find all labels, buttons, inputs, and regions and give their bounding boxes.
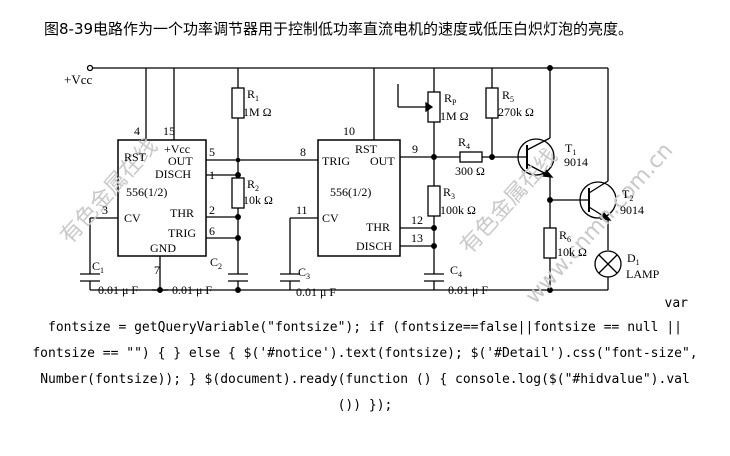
- d1-label: D1: [627, 251, 640, 267]
- c1-value: 0.01 μ F: [98, 283, 138, 297]
- code-line: fontsize == "") { } else { $('#notice').…: [32, 346, 698, 361]
- ic2-pinnum-cv: 11: [296, 203, 308, 217]
- ic2-name: 556(1/2): [330, 185, 371, 199]
- ic1-pin-disch: DISCH: [155, 167, 191, 181]
- r3-label: R3: [443, 185, 455, 201]
- supply-label: +Vcc: [64, 72, 92, 87]
- r4-label: R4: [458, 135, 470, 151]
- ic2-pin-thr: THR: [366, 220, 390, 234]
- t1-value: 9014: [564, 155, 588, 169]
- ic1-pin-out: OUT: [168, 154, 193, 168]
- r6-value: 10k Ω: [557, 245, 587, 259]
- r2-value: 10k Ω: [243, 193, 273, 207]
- r1-value: 1M Ω: [243, 105, 272, 119]
- figure-caption: 图8-39电路作为一个功率调节器用于控制低功率直流电机的速度或低压白炽灯泡的亮度…: [44, 20, 634, 38]
- code-line: ()) });: [337, 398, 393, 413]
- ic2-pinnum-trig: 8: [300, 145, 306, 159]
- r3-value: 100k Ω: [440, 203, 476, 217]
- c3-value: 0.01 μ F: [296, 285, 336, 299]
- c1-label: C1: [92, 259, 104, 275]
- c4-value: 0.01 μ F: [448, 283, 488, 297]
- ic1-pinnum-thr: 2: [209, 203, 215, 217]
- ic1-name: 556(1/2): [126, 185, 167, 199]
- ic1-pin-thr: THR: [170, 206, 194, 220]
- d1-value: LAMP: [626, 267, 660, 281]
- t2-value: 9014: [620, 203, 644, 217]
- ic2-pinnum-out: 9: [412, 142, 418, 156]
- ic2-pin-out: OUT: [370, 154, 395, 168]
- ic2-pin-cv: CV: [322, 211, 339, 225]
- ic1-pin-vcc: +Vcc: [164, 142, 190, 156]
- code-line: fontsize = getQueryVariable("fontsize");…: [48, 320, 682, 335]
- rp-value: 1M Ω: [440, 109, 469, 123]
- ic1-pinnum-trig: 6: [209, 224, 215, 238]
- ic1-pin-rst: RST: [124, 150, 147, 164]
- c2-label: C2: [210, 255, 222, 271]
- ic2-pinnum-thr: 12: [411, 213, 423, 227]
- r2-label: R2: [247, 177, 259, 193]
- ic1-pin-gnd: GND: [150, 241, 176, 255]
- ic2-pin-rst: RST: [355, 142, 378, 156]
- circuit-diagram: 有色金属在线 有色金属在线 www.cnmn.com.cn +Vcc RST +…: [56, 64, 678, 309]
- ic1-pin-trig: TRIG: [168, 226, 196, 240]
- ic2-pinnum-rst: 10: [343, 124, 355, 138]
- ic1-pin-cv: CV: [124, 211, 141, 225]
- r1-label: R1: [247, 87, 259, 103]
- code-line: var: [664, 296, 688, 311]
- r6-label: R6: [559, 228, 571, 244]
- ic1-pinnum-disch: 1: [209, 168, 215, 182]
- ic2-pin-disch: DISCH: [356, 239, 392, 253]
- ic1-pinnum-cv: 3: [102, 203, 108, 217]
- code-line: Number(fontsize)); } $(document).ready(f…: [40, 372, 690, 387]
- r5-value: 270k Ω: [498, 105, 534, 119]
- ic1-pinnum-out: 5: [209, 145, 215, 159]
- ic2-pin-trig: TRIG: [322, 154, 350, 168]
- r4-value: 300 Ω: [455, 164, 485, 178]
- c3-label: C3: [298, 265, 310, 281]
- c4-label: C4: [450, 263, 462, 279]
- t1-label: T1: [565, 141, 576, 157]
- ic2-pinnum-disch: 13: [411, 231, 423, 245]
- t2-label: T2: [622, 187, 633, 203]
- ic1-pinnum-rst: 4: [134, 124, 140, 138]
- rp-label: RP: [444, 91, 457, 107]
- r5-label: R5: [502, 88, 514, 104]
- c2-value: 0.01 μ F: [172, 283, 212, 297]
- ic1-pinnum-gnd: 7: [154, 263, 160, 277]
- ic1-pinnum-vcc: 15: [163, 124, 175, 138]
